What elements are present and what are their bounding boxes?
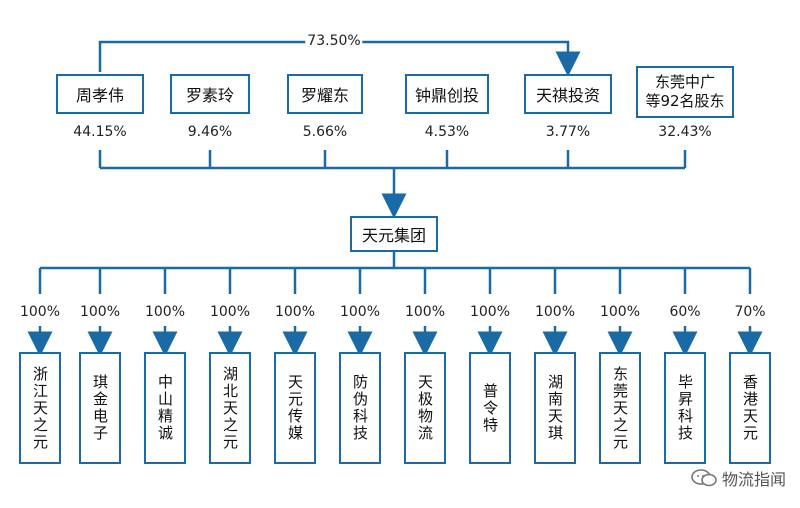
shareholder-pct-5: 3.77% [545,124,591,140]
center-company-box: 天元集团 [350,216,438,252]
top-link-percent: 73.50% [305,33,363,49]
shareholder-box-4: 钟鼎创投 [405,74,489,114]
subsidiary-pct-8: 100% [469,304,511,320]
subsidiary-pct-6: 100% [339,304,381,320]
subsidiary-box-9: 湖南天琪 [534,352,576,464]
subsidiary-box-6: 防伪科技 [339,352,381,464]
shareholder-pct-1: 44.15% [73,124,127,140]
shareholder-pct-2: 9.46% [187,124,233,140]
shareholder-box-5: 天祺投资 [524,74,612,114]
subsidiary-pct-11: 60% [669,304,701,320]
shareholder-pct-3: 5.66% [302,124,348,140]
subsidiary-pct-9: 100% [534,304,576,320]
subsidiary-pct-5: 100% [274,304,316,320]
subsidiary-box-3: 中山精诚 [144,352,186,464]
subsidiary-pct-2: 100% [79,304,121,320]
subsidiary-pct-10: 100% [599,304,641,320]
subsidiary-pct-4: 100% [209,304,251,320]
subsidiary-pct-1: 100% [19,304,61,320]
subsidiary-pct-3: 100% [144,304,186,320]
watermark-text: 物流指闻 [721,470,786,489]
shareholder-box-2: 罗素玲 [170,74,250,114]
shareholder-box-1: 周孝伟 [56,74,144,114]
subsidiary-pct-7: 100% [404,304,446,320]
subsidiary-box-2: 琪金电子 [79,352,121,464]
subsidiary-box-8: 普令特 [469,352,511,464]
watermark: 物流指闻 [690,466,786,490]
subsidiary-box-7: 天极物流 [404,352,446,464]
shareholder-box-3: 罗耀东 [287,74,363,114]
subsidiary-box-12: 香港天元 [729,352,771,464]
subsidiary-box-1: 浙江天之元 [19,352,61,464]
subsidiary-box-11: 毕昇科技 [664,352,706,464]
subsidiary-pct-12: 70% [734,304,766,320]
shareholder-pct-6: 32.43% [658,124,712,140]
subsidiary-box-5: 天元传媒 [274,352,316,464]
shareholder-pct-4: 4.53% [424,124,470,140]
shareholder-box-6: 东莞中广等92名股东 [636,66,734,118]
subsidiary-box-10: 东莞天之元 [599,352,641,464]
subsidiary-box-4: 湖北天之元 [209,352,251,464]
wechat-icon [691,469,717,487]
